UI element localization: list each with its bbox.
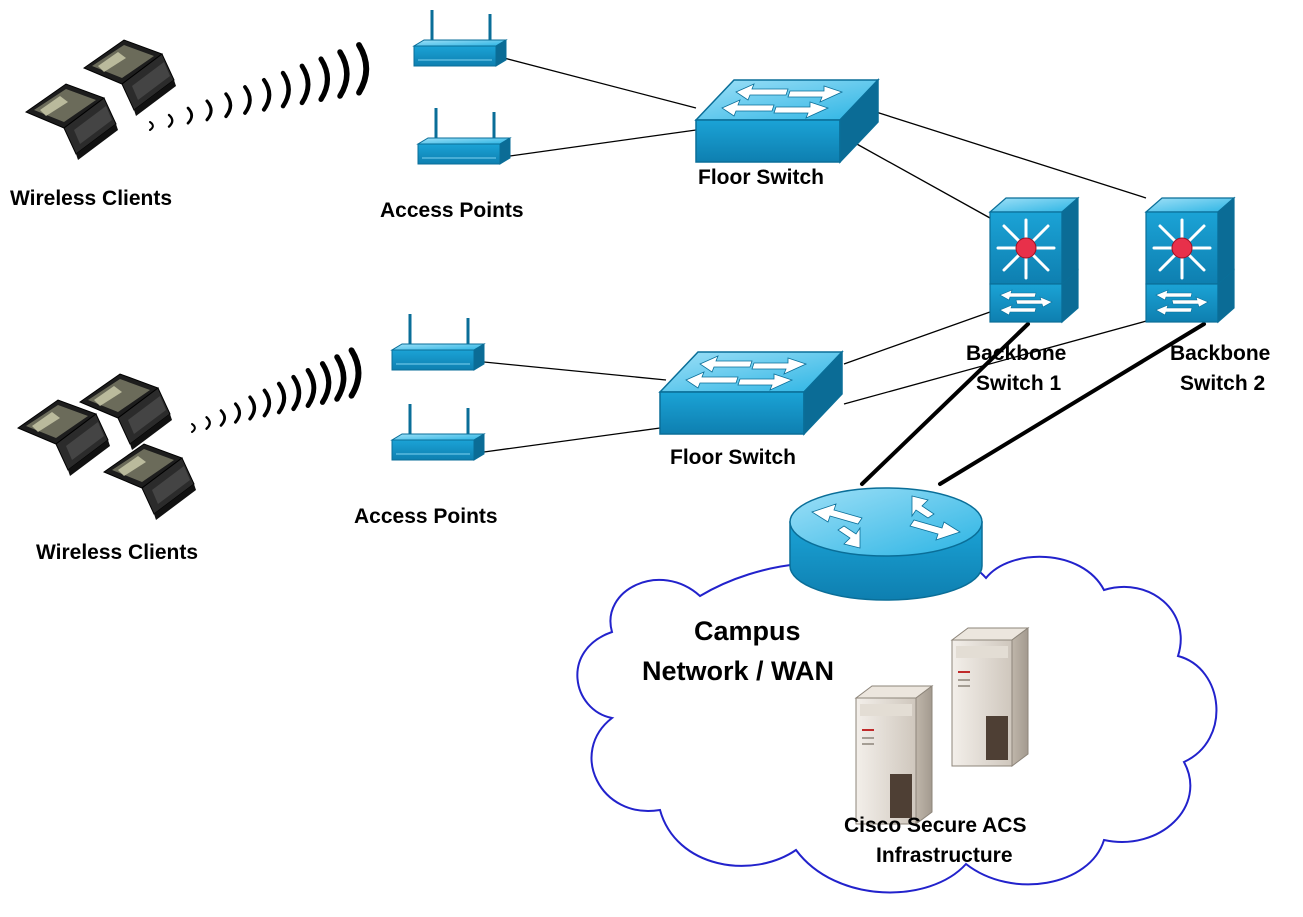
wireless-signal-icon	[149, 42, 370, 131]
cloud-title: Network / WAN	[642, 656, 834, 686]
acs-label: Cisco Secure ACS	[844, 814, 1026, 837]
backbone-switch-2-label: Switch 2	[1180, 372, 1265, 395]
wireless-signal-arc	[318, 56, 331, 102]
backbone-switch-1-label: Backbone	[966, 342, 1066, 365]
backbone-switch-2-label: Backbone	[1170, 342, 1270, 365]
link-floor1-backbone1	[845, 137, 991, 219]
link-ap4-floor2	[483, 427, 661, 453]
access-point-icon	[390, 402, 486, 462]
wireless-signal-arc	[149, 121, 154, 131]
link-ap1-floor1	[503, 57, 697, 109]
wireless-signal-arc	[319, 361, 332, 405]
wireless-signal-icon	[191, 347, 362, 433]
access-point-icon	[412, 8, 508, 68]
wireless-signal-arc	[337, 49, 350, 99]
switch-icon	[659, 351, 843, 435]
router-icon	[789, 487, 983, 601]
wireless-signal-arc	[233, 402, 242, 424]
wireless-signal-arc	[186, 106, 194, 125]
cloud-title: Campus	[694, 616, 801, 646]
wireless-signal-arc	[356, 42, 370, 96]
links	[483, 57, 1151, 453]
laptop-icon	[17, 399, 111, 477]
wireless-signal-arc	[219, 409, 226, 427]
wireless-signal-arc	[167, 113, 174, 128]
wireless-signal-arc	[191, 423, 196, 433]
server-icon	[855, 685, 933, 825]
wireless-signal-arc	[334, 354, 347, 402]
access-points-label: Access Points	[380, 199, 524, 222]
wireless-signal-arc	[243, 85, 252, 115]
wireless-signal-arc	[248, 395, 257, 421]
link-ap2-floor1	[509, 129, 697, 157]
acs-label: Infrastructure	[876, 844, 1013, 867]
wireless-clients-label: Wireless Clients	[10, 187, 172, 210]
multilayer-switch-icon	[988, 196, 1080, 324]
multilayer-switch-icon	[1144, 196, 1236, 324]
link-backbone1-router	[860, 322, 1030, 486]
laptop-icon	[25, 83, 119, 161]
wireless-signal-arc	[276, 381, 287, 415]
wireless-signal-arc	[205, 99, 213, 122]
wireless-signal-arc	[348, 347, 362, 399]
laptop-icon	[103, 443, 197, 521]
link-floor2-backbone2	[843, 319, 1151, 405]
server-icon	[951, 627, 1029, 767]
wireless-signal-arc	[280, 70, 291, 109]
wireless-signal-arc	[291, 374, 302, 412]
access-point-icon	[390, 312, 486, 372]
wireless-clients-label: Wireless Clients	[36, 541, 198, 564]
floor-switch-label: Floor Switch	[698, 166, 824, 189]
wireless-signal-arc	[262, 388, 272, 418]
wireless-signal-arc	[261, 77, 272, 112]
link-floor2-backbone1	[843, 311, 991, 365]
wireless-signal-arc	[299, 63, 311, 106]
access-points-label: Access Points	[354, 505, 498, 528]
link-backbone2-router	[938, 322, 1206, 486]
floor-switch-label: Floor Switch	[670, 446, 796, 469]
wireless-signal-arc	[205, 416, 211, 430]
link-ap3-floor2	[483, 361, 667, 381]
switch-icon	[695, 79, 879, 163]
uplinks	[860, 322, 1206, 486]
link-floor1-backbone2	[875, 111, 1147, 199]
wireless-signal-arc	[305, 368, 317, 408]
backbone-switch-1-label: Switch 1	[976, 372, 1062, 395]
access-point-icon	[416, 106, 512, 166]
wireless-signal-arc	[224, 92, 233, 119]
